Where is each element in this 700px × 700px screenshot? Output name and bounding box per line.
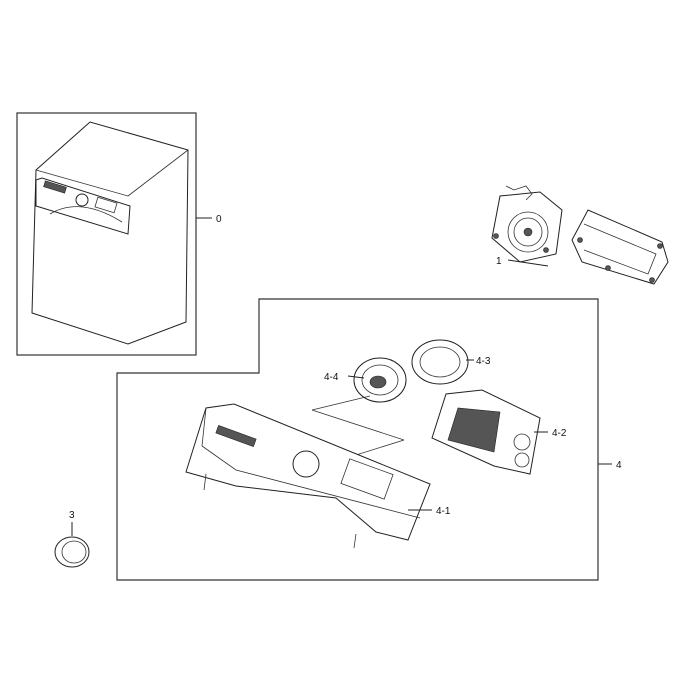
knob-cap-outer [54, 536, 90, 568]
dial-ring-inner [419, 346, 461, 378]
knob-dial-ribs [361, 364, 399, 396]
knob-dial-hub [369, 375, 387, 389]
panel-frame-display-window [340, 458, 394, 500]
callout-4: 4 [616, 460, 622, 471]
display-pcb-button [514, 452, 530, 468]
part-4-2-display-pcb: 4-2 [431, 389, 567, 475]
callout-0: 0 [216, 214, 222, 225]
washer-top-edge [35, 149, 189, 197]
control-panel-assembly-group: 4 4-4 4-3 4-2 [116, 298, 622, 581]
pcb-encoder-inner-ring [513, 217, 543, 247]
panel-frame-tab [353, 533, 357, 549]
pcb-main-board [571, 209, 669, 285]
part-4-1-panel-frame: 4-1 [185, 403, 451, 549]
part-4-4-knob-dial: 4-4 [324, 357, 407, 403]
pcb-screw [493, 233, 499, 239]
pcb-screw [577, 237, 583, 243]
panel-frame-tab [203, 473, 207, 491]
callout-4-1: 4-1 [436, 506, 451, 517]
control-panel-assembly-frame [116, 298, 599, 581]
washer-knob [75, 193, 89, 207]
main-pcb-assembly-group: 1 [491, 185, 669, 285]
washer-detergent-drawer [43, 180, 67, 194]
washer-panel-curve [49, 206, 123, 223]
knob-cap-face [61, 540, 87, 564]
pcb-encoder-center [523, 227, 533, 237]
callout-4-2: 4-2 [552, 428, 567, 439]
pcb-screw [605, 265, 611, 271]
callout-4-4: 4-4 [324, 372, 339, 383]
knob-cap-group: 3 [54, 510, 90, 568]
guide-line [311, 409, 405, 441]
panel-frame-edge [201, 407, 421, 519]
part-4-3-dial-ring: 4-3 [411, 339, 491, 385]
display-pcb-screen [447, 407, 501, 453]
callout-3: 3 [69, 510, 75, 521]
pcb-screw [657, 243, 663, 249]
pcb-screw [543, 247, 549, 253]
pcb-screw [649, 277, 655, 283]
pcb-main-board-inner [583, 223, 657, 275]
panel-frame-knob-opening [292, 450, 320, 478]
washer-cabinet [31, 121, 189, 345]
washer-assembly-frame [16, 112, 197, 356]
washer-assembly-group: 0 [16, 112, 222, 356]
callout-1: 1 [496, 256, 502, 267]
callout-4-3: 4-3 [476, 356, 491, 367]
panel-frame-drawer-handle [215, 425, 257, 447]
guide-line [311, 395, 371, 411]
display-pcb-button [513, 433, 531, 451]
pcb-dial-board-tab [505, 185, 533, 201]
leader-1 [507, 259, 549, 267]
washer-display [94, 196, 118, 214]
pcb-encoder-ring [507, 211, 549, 253]
leader-4-4 [347, 375, 365, 379]
pcb-dial-board [491, 191, 563, 263]
